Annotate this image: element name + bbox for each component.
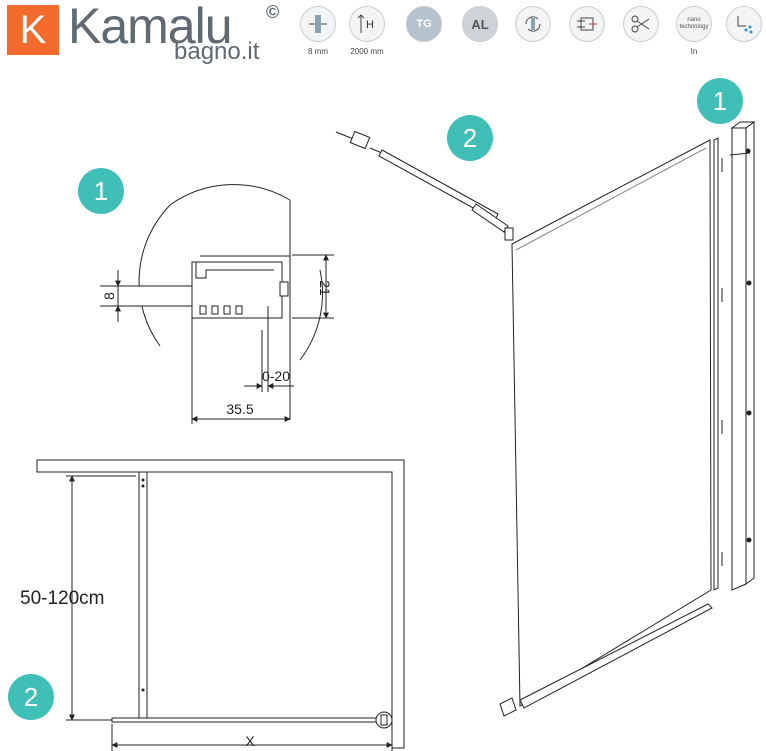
aluminium-icon: AL [462, 6, 498, 42]
wall-profile [713, 121, 756, 591]
reversible-icon [515, 6, 551, 42]
svg-text:H: H [366, 19, 374, 31]
plan-view [36, 459, 405, 751]
step-badge-1-detail: 1 [78, 168, 124, 214]
feature-tempered-glass: TG [403, 6, 445, 42]
easy-clean-icon [726, 6, 762, 42]
glass-thickness-icon [300, 6, 336, 42]
stabilizer-arm [335, 130, 514, 241]
adjustable-profile-icon [569, 6, 605, 42]
feature-easy-clean [723, 6, 765, 42]
feature-aluminium: AL [459, 6, 501, 42]
logo-domain: bagno.it [174, 38, 260, 65]
tempered-glass-icon: TG [406, 6, 442, 42]
nano-technology-icon: nano technology [676, 6, 712, 42]
bottom-seal [499, 603, 713, 717]
glass-panel [511, 139, 712, 707]
dim-profile-height: 21 [317, 280, 333, 296]
dim-profile-depth: 35.5 [226, 401, 253, 417]
feature-nano-technology: nano technology In [673, 6, 715, 56]
dim-glass-thickness: 8 [101, 292, 117, 300]
step-badge-1-profile: 1 [697, 78, 743, 124]
profile-detail [100, 184, 334, 424]
feature-adjustable-profile [566, 6, 608, 42]
cut-to-size-icon [623, 6, 659, 42]
header: K Kamalu © bagno.it 8 mm H 2000 mm TG AL… [0, 0, 766, 70]
step-badge-2-arm: 2 [447, 115, 493, 161]
logo-mark: K [7, 5, 59, 55]
feature-glass-thickness: 8 mm [297, 6, 339, 56]
feature-cut-to-size [620, 6, 662, 42]
dim-adjustment: 0-20 [262, 368, 290, 384]
feature-reversible [512, 6, 554, 42]
plan-height-range: 50-120cm [20, 588, 105, 609]
step-badge-2-plan: 2 [8, 674, 54, 720]
feature-height: H 2000 mm [346, 6, 388, 56]
plan-width-label: X [245, 733, 255, 749]
height-icon: H [349, 6, 385, 42]
logo-name: Kamalu [68, 0, 233, 54]
logo-copyright: © [266, 2, 280, 22]
